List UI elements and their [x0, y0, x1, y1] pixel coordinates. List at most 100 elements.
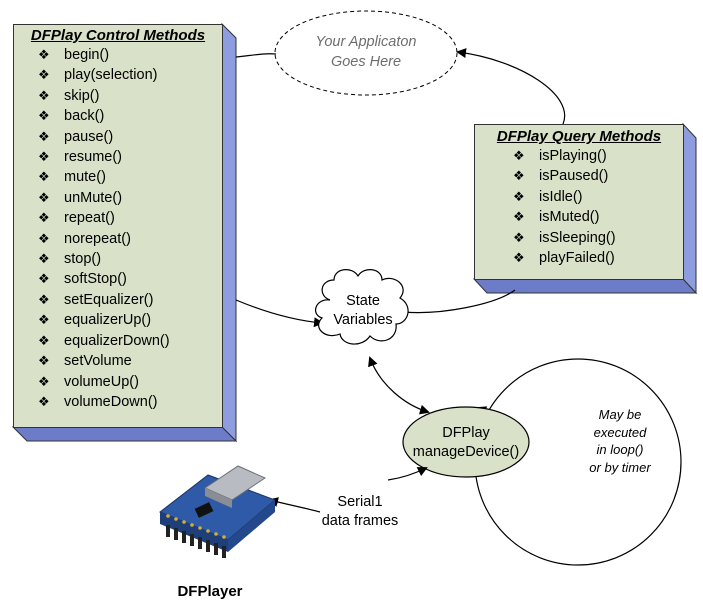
diamond-bullet-icon: ❖ [38, 47, 50, 62]
loop-note-line3: in loop() [596, 442, 644, 457]
query-method-item: ❖ isPaused() [513, 166, 683, 186]
diamond-bullet-icon: ❖ [38, 128, 50, 144]
control-method-item-label: back() [64, 108, 105, 125]
diamond-bullet-icon: ❖ [513, 168, 525, 184]
control-method-item-label: setVolume [64, 353, 132, 370]
query-methods-panel: DFPlay Query Methods ❖ isPlaying() ❖ isPaus… [474, 124, 684, 280]
control-method-item: ❖ volumeUp() [38, 372, 222, 392]
diamond-bullet-icon: ❖ [513, 250, 525, 266]
query-methods-list: ❖isPlaying()❖isPaused()❖isIdle()❖isMuted… [513, 146, 683, 268]
diamond-bullet-icon: ❖ [513, 148, 525, 163]
query-to-app-arrow [456, 48, 566, 125]
control-method-item-label: equalizerDown() [64, 332, 170, 349]
serial-line2: data frames [321, 513, 399, 529]
control-to-app-connector [235, 53, 277, 58]
application-line2: Goes Here [330, 54, 402, 70]
control-method-item-label: begin() [64, 47, 110, 63]
diamond-bullet-icon: ❖ [38, 251, 50, 267]
control-method-item-label: norepeat() [64, 230, 131, 247]
query-method-item-label: isSleeping() [539, 229, 616, 246]
query-method-item: ❖isMuted() [513, 207, 683, 227]
control-method-item: ❖ softStop() [38, 269, 222, 289]
control-method-item: ❖ unMute() [38, 188, 222, 208]
diamond-bullet-icon: ❖ [38, 67, 50, 83]
control-methods-list: ❖ begin() ❖ play(selection) ❖ skip() ❖ back() ❖ p… [38, 45, 222, 412]
control-methods-panel: DFPlay Control Methods ❖ begin() ❖ play(sel… [13, 24, 223, 428]
control-method-item: ❖repeat() [38, 208, 222, 228]
diamond-bullet-icon: ❖ [38, 149, 50, 165]
diamond-bullet-icon: ❖ [513, 188, 525, 204]
query-methods-title: DFPlay Query Methods [496, 128, 662, 145]
query-method-item-label: isPaused() [539, 168, 609, 185]
manage-device-line2: manageDevice() [412, 444, 520, 460]
control-method-item: ❖ mute() [38, 167, 222, 187]
control-method-item-label: volumeDown() [64, 393, 158, 410]
control-method-item: ❖ begin() [38, 45, 222, 65]
loop-note-line2: executed [593, 424, 647, 440]
control-method-item-label: pause() [64, 128, 114, 145]
control-panel-side [221, 22, 237, 443]
manage-device-ellipse [402, 406, 530, 478]
state-variables-label: State Variables [318, 292, 408, 330]
control-method-item-label: repeat() [64, 210, 115, 227]
diamond-bullet-icon: ❖ [38, 189, 50, 205]
loop-note-line4: or by timer [589, 459, 651, 475]
diamond-bullet-icon: ❖ [38, 169, 50, 185]
diamond-bullet-icon: ❖ [38, 230, 50, 246]
control-method-item: ❖ equalizerDown() [38, 331, 222, 351]
control-method-item-label: play(selection) [64, 67, 158, 84]
control-method-item-label: equalizerUp() [64, 312, 152, 329]
diamond-bullet-icon: ❖ [38, 87, 50, 103]
query-method-item-label: isIdle() [539, 188, 583, 205]
control-panel-bottom [11, 426, 238, 442]
diamond-bullet-icon: ❖ [38, 393, 50, 409]
control-methods-title: DFPlay Control Methods [30, 27, 206, 44]
manage-device-label: DFPlay manageDevice() [404, 424, 528, 462]
control-to-state-arrow [235, 299, 324, 328]
diamond-bullet-icon: ❖ [38, 332, 50, 348]
loop-note: May be executed in loop() or by timer [560, 406, 680, 476]
diamond-bullet-icon: ❖ [38, 312, 50, 328]
control-method-item: ❖ norepeat() [38, 229, 222, 249]
query-method-item: ❖ isIdle() [513, 187, 683, 207]
control-method-item: ❖ play(selection) [38, 65, 222, 85]
query-method-item-label: isPlaying() [539, 148, 607, 164]
dfplayer-label: DFPlayer [177, 583, 243, 600]
state-device-arrow [368, 356, 430, 415]
control-method-item-label: softStop() [64, 271, 127, 288]
diamond-bullet-icon: ❖ [513, 229, 525, 245]
control-method-item: ❖ equalizerUp() [38, 310, 222, 330]
query-method-item-label: playFailed() [539, 250, 615, 267]
state-variables-line1: State [346, 293, 380, 309]
control-method-item: ❖ pause() [38, 127, 222, 147]
serial-line1: Serial1 [337, 494, 383, 510]
serial-to-device-arrow [387, 467, 428, 481]
application-label: Your Applicaton Goes Here [296, 32, 436, 72]
diamond-bullet-icon: ❖ [38, 353, 50, 369]
query-method-item: ❖ isPlaying() [513, 146, 683, 166]
control-method-item: ❖ volumeDown() [38, 392, 222, 412]
control-method-item-label: volumeUp() [64, 373, 139, 390]
dfplayer-module-image [159, 465, 276, 558]
query-method-item: ❖ isSleeping() [513, 228, 683, 248]
loop-note-line1: May be [598, 407, 642, 422]
serial-label: Serial1 data frames [310, 493, 410, 531]
diamond-bullet-icon: ❖ [38, 271, 50, 287]
diamond-bullet-icon: ❖ [38, 291, 50, 307]
control-method-item-label: skip() [64, 87, 100, 104]
diamond-bullet-icon: ❖ [38, 108, 50, 124]
control-method-item: ❖ back() [38, 106, 222, 126]
control-method-item-label: resume() [64, 149, 123, 166]
diamond-bullet-icon: ❖ [38, 373, 50, 389]
control-method-item-label: stop() [64, 251, 102, 268]
control-method-item: ❖ stop() [38, 249, 222, 269]
state-variables-cloud [314, 269, 409, 345]
state-variables-line2: Variables [333, 312, 393, 328]
query-method-item-label: isMuted() [539, 209, 600, 226]
control-method-item-label: mute() [64, 169, 106, 186]
control-method-item: ❖ resume() [38, 147, 222, 167]
control-method-item-label: setEqualizer() [64, 291, 154, 308]
control-method-item-label: unMute() [64, 189, 123, 206]
query-panel-bottom [472, 278, 698, 294]
